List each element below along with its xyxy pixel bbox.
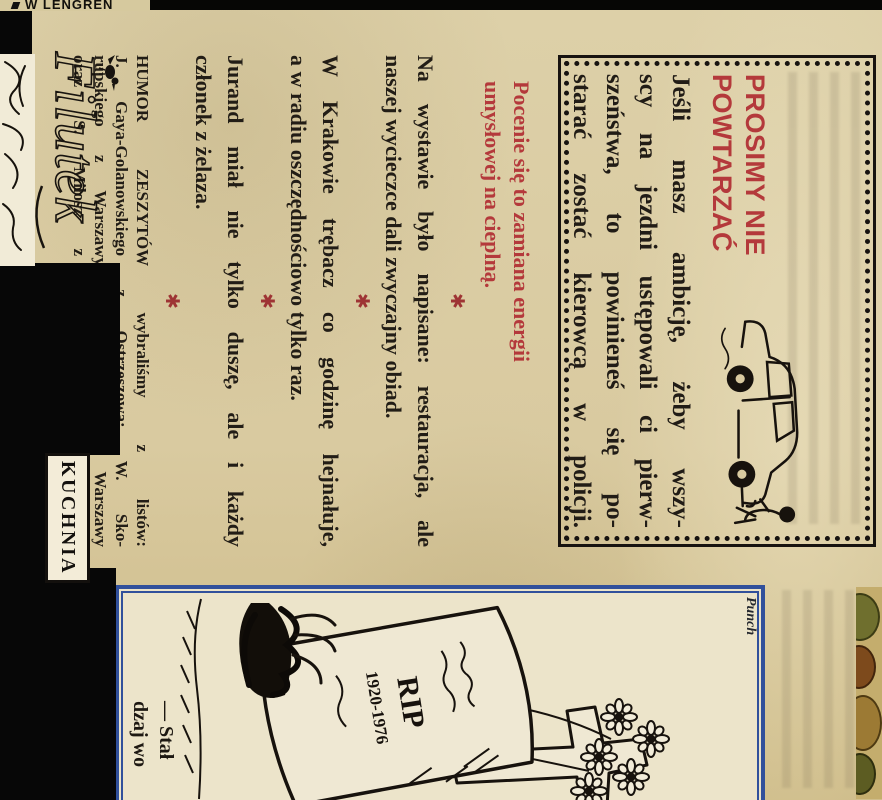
car-cartoon: [705, 310, 859, 528]
adjacent-cartoon-fragment: [856, 587, 882, 799]
page-edge-shadow: [0, 568, 116, 800]
joke: Jurand miał nie tylko duszę, ale i każdy…: [187, 55, 251, 547]
punch-cartoon-frame: Punch: [115, 585, 765, 800]
joke-box-line: szeństwa, to powinieneś się po-: [601, 74, 628, 528]
page-edge-shadow: [0, 263, 120, 455]
joke-line: a w radiu oszczędnościowo tylko raz.: [286, 55, 311, 401]
cartoon-blob: [856, 753, 876, 795]
joke: Na wystawie było napisane: restauracja, …: [377, 55, 441, 547]
credits-line: HUMOR ZESZYTÓW wybraliśmy z listów:: [133, 55, 152, 547]
red-heading-line: umysłowej na cieplną.: [480, 81, 505, 289]
comic-sketch-lines: [2, 61, 26, 251]
joke-line: członek z żelaza.: [191, 55, 216, 210]
joke: W Krakowie trębacz co godzinę hejnałuje,…: [282, 55, 346, 547]
joke-box-heading-line: POWTARZAĆ: [707, 74, 737, 252]
punch-credit: Punch: [743, 597, 758, 636]
asterisk-separator: ✱: [446, 293, 468, 309]
magazine-page: PROSIMY NIE POWTARZAĆ: [0, 10, 882, 800]
car-cartoon-svg: [720, 320, 799, 525]
car-body: [720, 320, 799, 508]
joke-line: Jurand miał nie tylko duszę, ale i każdy: [223, 55, 248, 547]
artist-signature-text: W LENGREN: [25, 0, 114, 11]
joke-line: W Krakowie trębacz co godzinę hejnałuje,: [318, 55, 343, 547]
page-edge-fragment: W LENGREN: [0, 0, 150, 11]
kuchnia-header: KUCHNIA: [45, 453, 90, 583]
filutek-logo-text: Filutek: [43, 51, 108, 224]
logo-flourish: [35, 185, 46, 249]
cartoon-blob: [856, 645, 876, 689]
joke-box-heading-line: PROSIMY NIE: [740, 74, 770, 257]
artist-signature: W LENGREN: [10, 0, 150, 11]
pedestrian-figure: [733, 498, 796, 525]
joke-box-line: starać zostać kierowcą w policji.: [568, 74, 595, 528]
signature-mark-icon: [10, 2, 21, 9]
comic-panel-fragment: [0, 54, 35, 266]
cartoon-blob: [856, 593, 880, 641]
cartoon-caption: — Stał dzaj wo: [127, 589, 179, 800]
caption-line: — Stał: [155, 701, 177, 760]
asterisk-separator: ✱: [351, 293, 373, 309]
caption-line: dzaj wo: [129, 701, 151, 768]
joke-line: naszej wycieczce dali zwyczajny obiad.: [381, 55, 406, 419]
ghost-showthrough: [770, 590, 854, 788]
asterisk-separator: ✱: [256, 293, 278, 309]
ground-hatching: [180, 598, 202, 800]
column-red-heading: Pocenie się to zamiana energii umysłowej…: [478, 81, 536, 362]
bird-icon: [98, 55, 119, 91]
gravestone: RIP 1920-1976: [259, 605, 535, 800]
cartoon-blob: [856, 695, 882, 751]
joke-box-body: Jeśli masz ambicję, żeby wszy- scy na je…: [565, 74, 697, 528]
joke-box: PROSIMY NIE POWTARZAĆ: [558, 55, 876, 547]
joke-line: Na wystawie było napisane: restauracja, …: [413, 55, 438, 547]
gravestone-cartoon: RIP 1920-1976: [180, 598, 670, 800]
joke-box-line: scy na jezdni ustępowali ci pierw-: [634, 74, 661, 528]
black-scribble-bush: [239, 603, 337, 698]
filutek-logo: Filutek: [24, 36, 126, 284]
joke-box-heading: PROSIMY NIE POWTARZAĆ: [705, 74, 771, 310]
joke-box-top-row: PROSIMY NIE POWTARZAĆ: [705, 74, 863, 528]
humor-column: ✱ Na wystawie było napisane: restauracja…: [69, 55, 472, 547]
joke-box-line: Jeśli masz ambicję, żeby wszy-: [667, 74, 694, 528]
rotated-page-wrapper: PROSIMY NIE POWTARZAĆ: [0, 10, 882, 800]
red-heading-line: Pocenie się to zamiana energii: [509, 81, 534, 363]
filutek-logo-svg: Filutek: [35, 50, 119, 249]
stone-rip-text: RIP: [390, 674, 431, 730]
asterisk-separator: ✱: [161, 293, 183, 309]
